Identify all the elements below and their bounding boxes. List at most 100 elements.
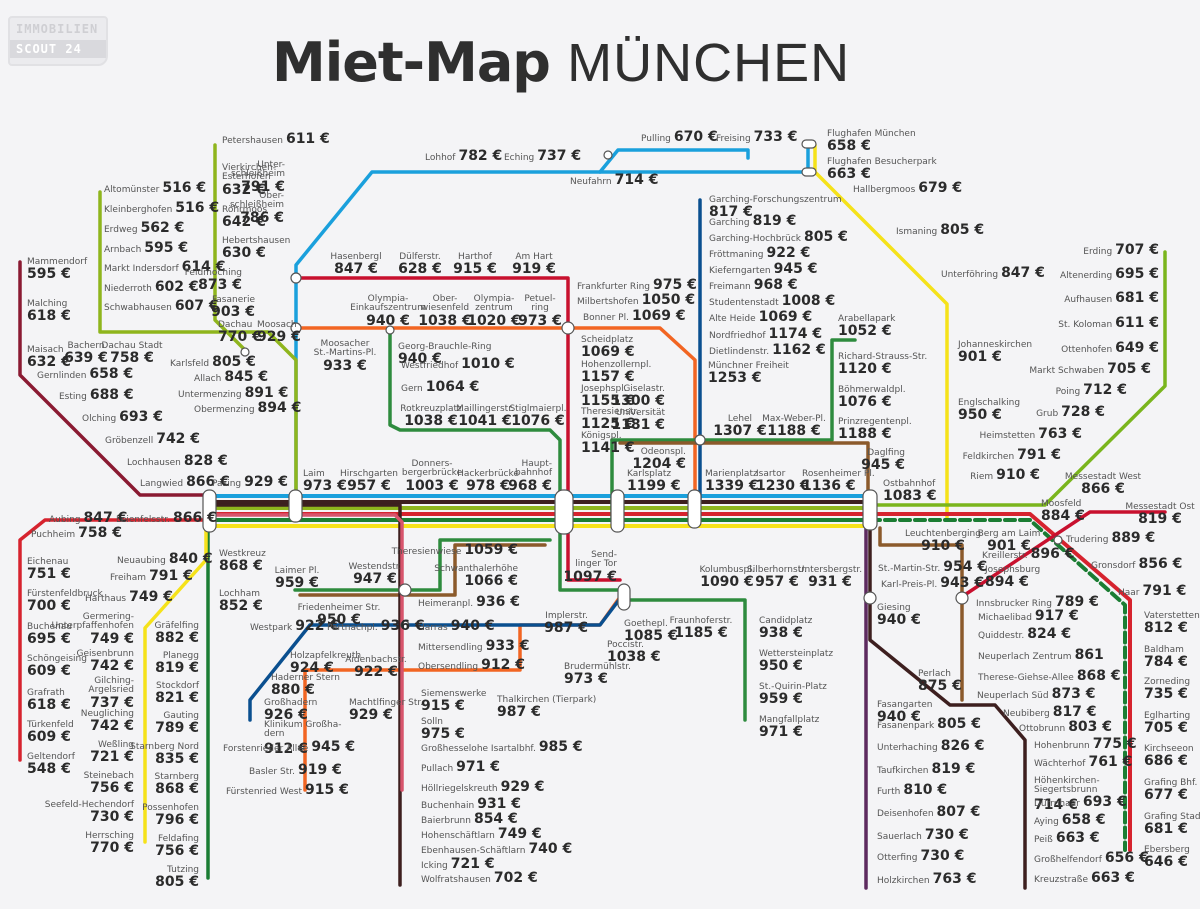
station-name: Langwied [140, 479, 184, 489]
station-name: Mittersendling [418, 643, 483, 653]
station-name: Aufhausen [1064, 295, 1113, 305]
station-name: Aying [1034, 817, 1059, 827]
station-name: Unter- schleißheim [230, 160, 285, 180]
station-name: Gräfelfing [154, 621, 199, 631]
station-rent-price: 614 € [181, 259, 226, 275]
station-name: Am Hart [515, 252, 553, 262]
station-rent-price: 933 € [485, 638, 530, 654]
station-rent-price: 917 € [1034, 608, 1079, 624]
station-rent-price: 686 € [1144, 753, 1188, 770]
station-rent-price: 714 € [1034, 796, 1078, 813]
station-rent-price: 940 € [877, 612, 921, 629]
station-rent-price: 609 € [27, 729, 71, 746]
station-name: Westendstr. [348, 562, 402, 572]
station-label: Maillingerstr.1041 € [456, 404, 514, 429]
station-label: Goethepl.1085 € [624, 619, 678, 644]
station-rent-price: 922 € [295, 618, 340, 634]
station-rent-price: 730 € [924, 827, 969, 843]
station-rent-price: 856 € [1138, 556, 1183, 572]
line-s2-west [98, 143, 298, 502]
station-rent-price: 782 € [458, 148, 503, 164]
station-name: Solln [421, 717, 443, 727]
station-rent-price: 915 € [453, 261, 497, 278]
station-name: Kieferngarten [709, 266, 771, 276]
station-name: Furth [877, 787, 901, 797]
station-name: Poccistr. [607, 640, 644, 650]
station-name: Dachau [218, 320, 253, 330]
station-rent-price: 1090 € [700, 574, 754, 591]
station-name: Dürrnhaar [1034, 799, 1080, 809]
station-rent-price: 688 € [89, 387, 134, 403]
station-rent-price: 805 € [155, 874, 199, 891]
station-name: Neuaubing [117, 556, 166, 566]
station-name: Unterhaching [877, 743, 938, 753]
station-rent-price: 791 € [1017, 447, 1061, 463]
station-rent-price: 679 € [918, 180, 963, 196]
station-name: Baierbrunn [421, 816, 471, 826]
station-rent-price: 821 € [155, 690, 199, 707]
station-name: Markt Schwaben [1029, 366, 1105, 376]
station-name: Grub [1036, 409, 1059, 419]
station-rent-price: 938 € [759, 625, 803, 642]
station-rent-price: 847 € [83, 510, 128, 526]
station-rent-price: 940 € [366, 312, 410, 329]
station-label: Fraunhoferstr.1185 € [670, 616, 733, 641]
station-name: Röhrmoos [222, 205, 268, 215]
station-name: Vierkirchen- Esterhofen [222, 163, 277, 183]
station-rent-price: 763 € [1038, 426, 1082, 442]
station-name: Zorneding [1144, 677, 1191, 687]
station-rent-price: 1253 € [708, 370, 762, 387]
station-rent-price: 845 € [224, 369, 269, 385]
station-rent-price: 931 € [477, 796, 522, 812]
station-name: Eglharting [1144, 711, 1191, 721]
station-rent-price: 1155 € [581, 393, 635, 410]
station-name: Westkreuz [219, 549, 266, 559]
station-rent-price: 803 € [1068, 719, 1113, 735]
station-name: Friedenheimer Str. [297, 603, 381, 613]
station-rent-price: 975 € [421, 726, 465, 743]
station-rent-price: 516 € [162, 180, 207, 196]
station-label: Laimer Pl.959 € [275, 566, 320, 591]
station-rent-price: 903 € [211, 304, 255, 321]
station-rent-price: 728 € [1061, 404, 1105, 420]
station-rent-price: 749 € [129, 589, 173, 605]
station-rent-price: 891 € [244, 385, 289, 401]
station-name: Ober- schleißheim [229, 191, 284, 211]
station-name: Geltendorf [27, 752, 75, 762]
station-rent-price: 866 € [186, 474, 230, 490]
station-rent-price: 940 € [398, 351, 442, 368]
station-name: Garching [709, 218, 750, 228]
station-rent-price: 791 € [149, 568, 193, 584]
station-rent-price: 868 € [219, 558, 263, 575]
station-name: Puchheim [31, 530, 76, 540]
station-rent-price: 882 € [155, 630, 199, 647]
